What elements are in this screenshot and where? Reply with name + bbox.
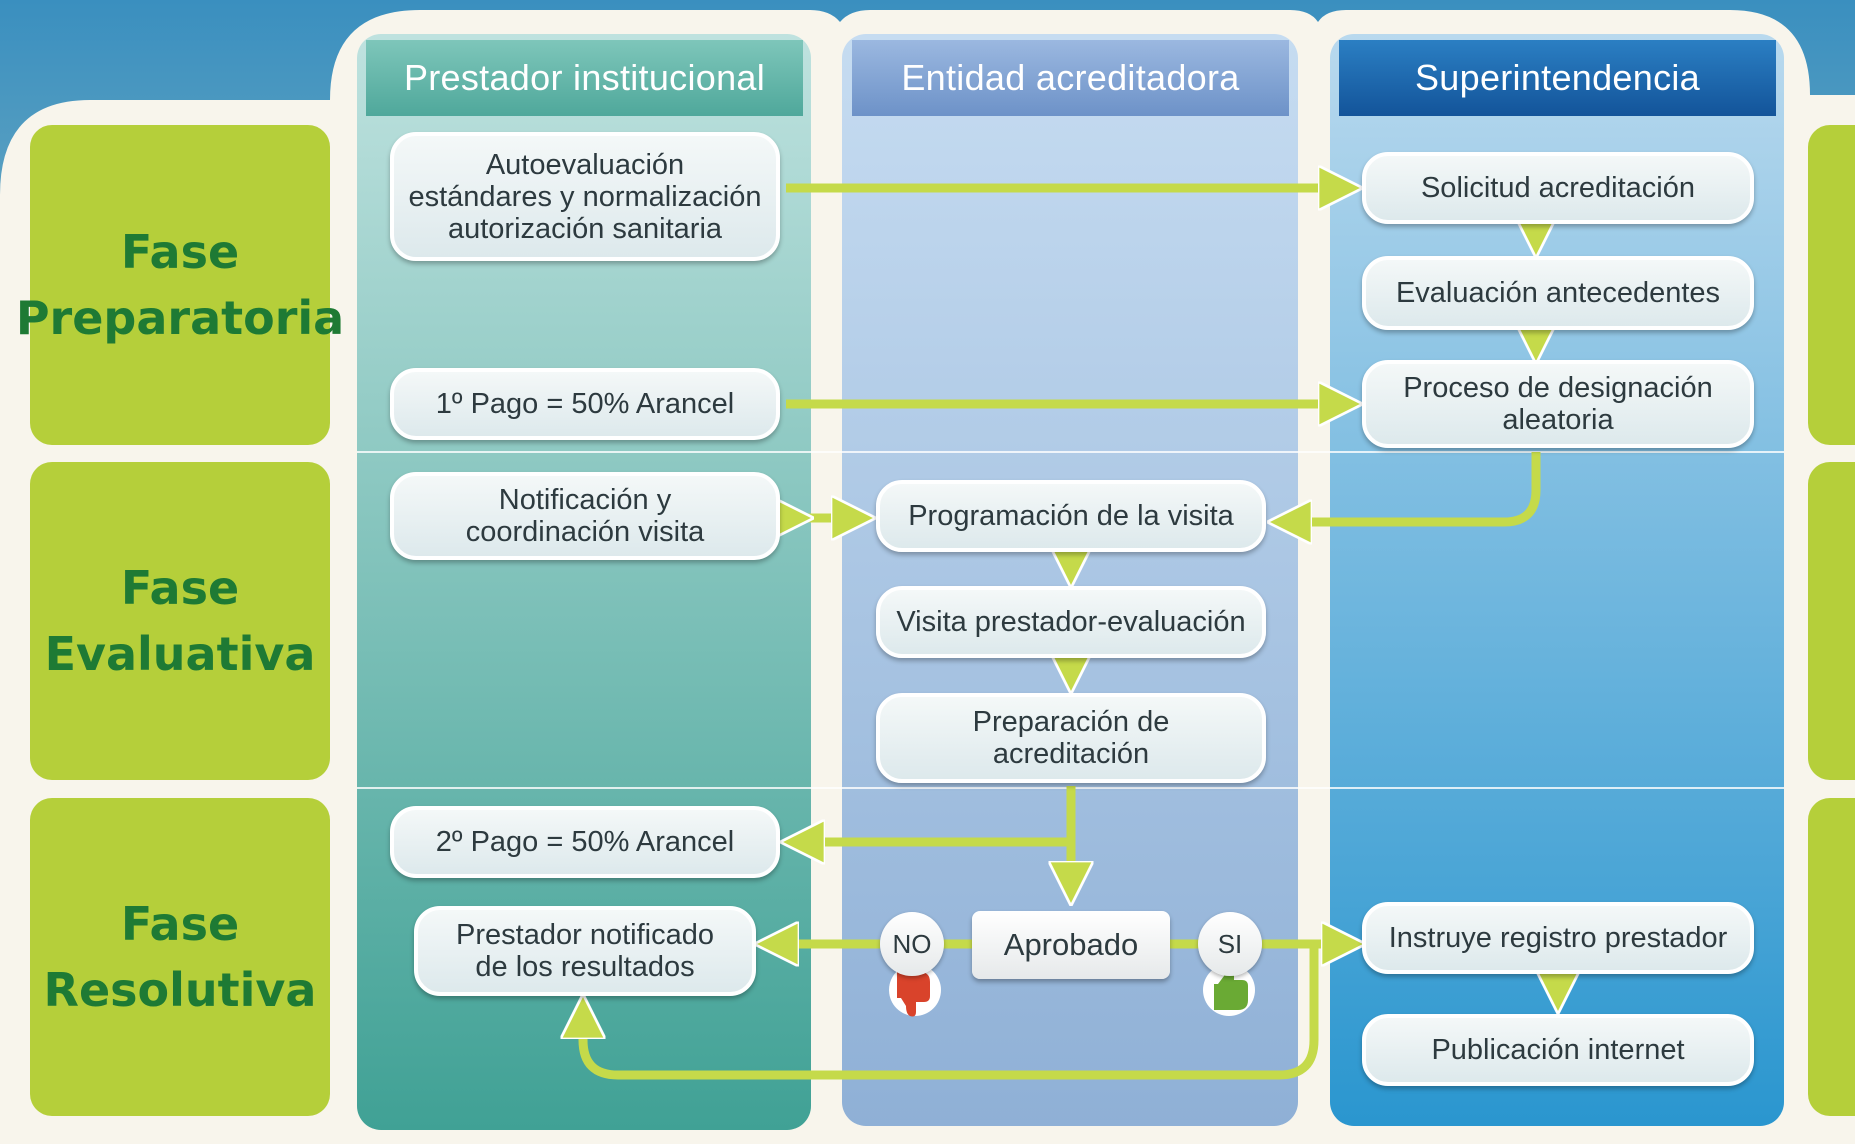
node-preparacion-line2: acreditación (992, 738, 1150, 770)
node-autoevaluacion-line2: estándares y normalización (408, 180, 762, 213)
decision-si: SI (1198, 912, 1262, 976)
phase-resolutiva: Fase Resolutiva (30, 798, 330, 1116)
lane-header-entidad: Entidad acreditadora (901, 57, 1240, 98)
decision-no: NO (880, 912, 944, 976)
phase-preparatoria-line2: Preparatoria (15, 291, 345, 345)
phase-evaluativa: Fase Evaluativa (30, 462, 330, 780)
phase-tab-right-2 (1808, 462, 1855, 780)
thumbs-up-icon (1203, 964, 1255, 1016)
node-notificacion-line2: coordinación visita (465, 516, 705, 548)
node-autoevaluacion-line1: Autoevaluación (485, 148, 685, 181)
phase-preparatoria: Fase Preparatoria (16, 125, 344, 445)
node-autoevaluacion-line3: autorización sanitaria (447, 212, 723, 245)
node-visita: Visita prestador-evaluación (876, 586, 1266, 658)
phase-tab-right-3 (1808, 798, 1855, 1116)
node-autoevaluacion: Autoevaluación estándares y normalizació… (390, 132, 780, 261)
node-prestador-notificado-line1: Prestador notificado (456, 919, 714, 951)
arrow-loop-notificado (583, 944, 1319, 1080)
node-pago1: 1º Pago = 50% Arancel (390, 368, 780, 440)
phase-resolutiva-line1: Fase (120, 897, 240, 951)
phase-evaluativa-line1: Fase (120, 561, 240, 615)
lane-header-prestador: Prestador institucional (403, 57, 766, 98)
phase-tab-right-1 (1808, 125, 1855, 445)
node-pago2: 2º Pago = 50% Arancel (390, 806, 780, 878)
node-evaluacion-antecedentes: Evaluación antecedentes (1362, 256, 1754, 330)
node-designacion: Proceso de designación aleatoria (1362, 360, 1754, 448)
phase-evaluativa-line2: Evaluativa (44, 627, 316, 681)
lane-header-superintendencia: Superintendencia (1414, 57, 1700, 98)
node-prestador-notificado-line2: de los resultados (475, 951, 695, 983)
node-preparacion: Preparación de acreditación (876, 693, 1266, 783)
node-notificacion: Notificación y coordinación visita (390, 472, 780, 560)
phase-resolutiva-line2: Resolutiva (43, 963, 317, 1017)
node-programacion: Programación de la visita (876, 480, 1266, 552)
node-prestador-notificado: Prestador notificado de los resultados (414, 906, 756, 996)
node-designacion-line1: Proceso de designación (1403, 372, 1713, 404)
node-designacion-line2: aleatoria (1502, 404, 1614, 436)
node-aprobado: Aprobado (972, 911, 1170, 979)
thumbs-down-icon (889, 964, 941, 1017)
node-registro: Instruye registro prestador (1362, 902, 1754, 974)
node-notificacion-line1: Notificación y (498, 484, 672, 516)
node-preparacion-line1: Preparación de (972, 706, 1170, 738)
arrow-designacion-programacion (1285, 452, 1541, 522)
phase-preparatoria-line1: Fase (120, 225, 240, 279)
node-publicacion: Publicación internet (1362, 1014, 1754, 1086)
node-solicitud: Solicitud acreditación (1362, 152, 1754, 224)
